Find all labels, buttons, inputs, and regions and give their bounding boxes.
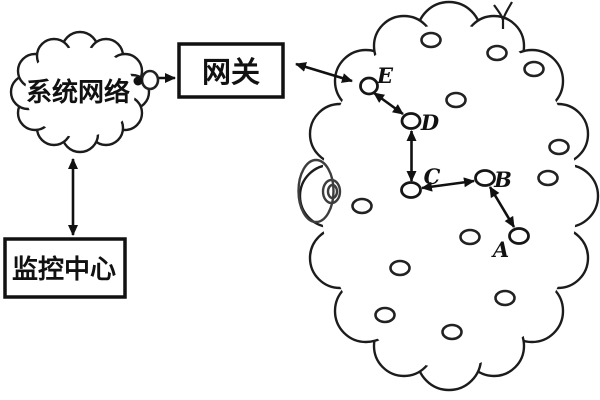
sensor-node (351, 197, 373, 215)
node-d (400, 112, 422, 130)
monitor-center-label: 监控中心 (12, 255, 116, 285)
link-node-e-to-node-d (373, 91, 404, 116)
node-c-label: C (424, 164, 441, 189)
monitor-center-box: 监控中心 (3, 237, 127, 299)
gateway-box: 网关 (177, 42, 285, 99)
sensor-field-cloud (298, 0, 600, 392)
link-node-b-to-node-a (488, 186, 516, 228)
sensor-node (537, 169, 559, 187)
gateway-label: 网关 (202, 55, 260, 89)
cloud-edge-junction-node (133, 69, 160, 91)
node-d-label: D (420, 110, 440, 135)
link-node-c-to-node-b (421, 177, 475, 192)
sensor-node (441, 323, 463, 341)
node-a-label: A (491, 237, 509, 262)
sensor-node (459, 228, 481, 246)
node-c (400, 181, 422, 199)
node-e-label: E (376, 63, 394, 88)
sensor-node (374, 306, 396, 324)
node-a (508, 227, 530, 245)
system-network-label: 系统网络 (26, 77, 130, 108)
sensor-node (548, 138, 570, 156)
system-network-cloud: 系统网络 (9, 30, 151, 154)
sensor-node (445, 91, 467, 109)
sensor-node (523, 60, 545, 78)
node-e (359, 76, 379, 96)
sensor-node (420, 31, 442, 49)
sensor-node (494, 289, 516, 307)
sink-rings-symbol (297, 158, 342, 224)
labeled-hop-nodes: E D C B A (359, 63, 530, 262)
node-b-label: B (493, 167, 512, 192)
sensor-node (389, 259, 411, 277)
node-b (474, 169, 496, 187)
unlabeled-sensor-nodes (351, 31, 570, 341)
link-gateway-to-node-e (295, 62, 353, 83)
cloud-notch-y-mark (493, 1, 513, 29)
sensor-node (486, 44, 508, 62)
